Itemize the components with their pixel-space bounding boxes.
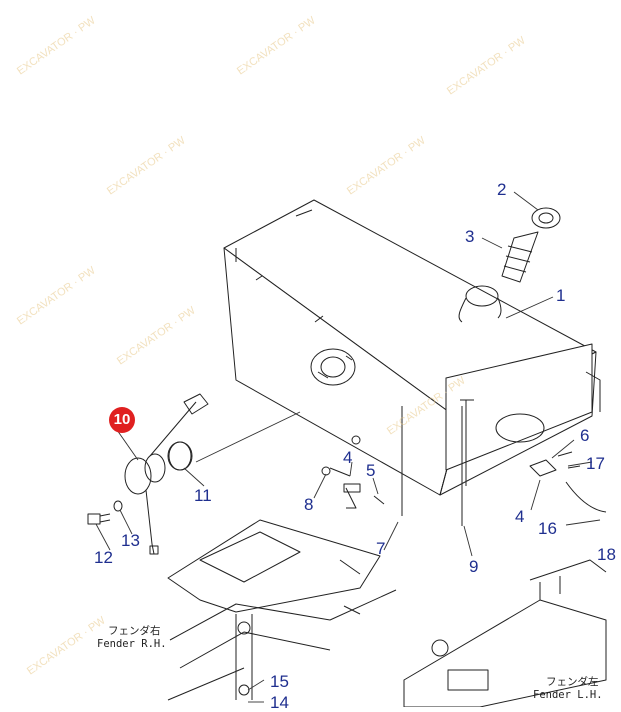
fender-lh-label: Fender L.H.: [533, 689, 603, 701]
callout-13: 13: [121, 531, 140, 550]
frame-left: [167, 519, 397, 701]
callout-15: 15: [270, 672, 289, 691]
fender-rh-label: Fender R.H.: [97, 638, 167, 650]
callout-16: 16: [538, 519, 557, 538]
callout-11: 11: [194, 486, 212, 505]
callout-2: 2: [497, 180, 507, 199]
callout-14: 14: [270, 693, 289, 712]
leader-lines: [95, 191, 601, 703]
callout-10-highlight[interactable]: 10: [109, 407, 135, 433]
callout-5: 5: [366, 461, 376, 480]
bolt-washer: [87, 500, 123, 525]
frame-right: [403, 559, 607, 707]
callout-1: 1: [556, 286, 566, 305]
callout-6: 6: [580, 426, 590, 445]
callout-9: 9: [469, 557, 479, 576]
fuel-sender: [124, 393, 209, 555]
callout-8: 8: [304, 495, 314, 514]
callout-3: 3: [465, 227, 475, 246]
callout-17: 17: [586, 454, 605, 473]
callout-4-center: 4: [343, 448, 353, 467]
callout-7: 7: [376, 539, 386, 558]
fender-lh-label-jp: フェンダ左: [546, 676, 599, 688]
callout-12: 12: [94, 548, 113, 567]
fender-rh-label-jp: フェンダ右: [108, 625, 161, 637]
callout-4-right: 4: [515, 507, 525, 526]
fuel-tank: [223, 199, 601, 496]
callout-18: 18: [597, 545, 616, 564]
pipe-lines: [168, 406, 607, 526]
filler-cap: [501, 207, 561, 283]
